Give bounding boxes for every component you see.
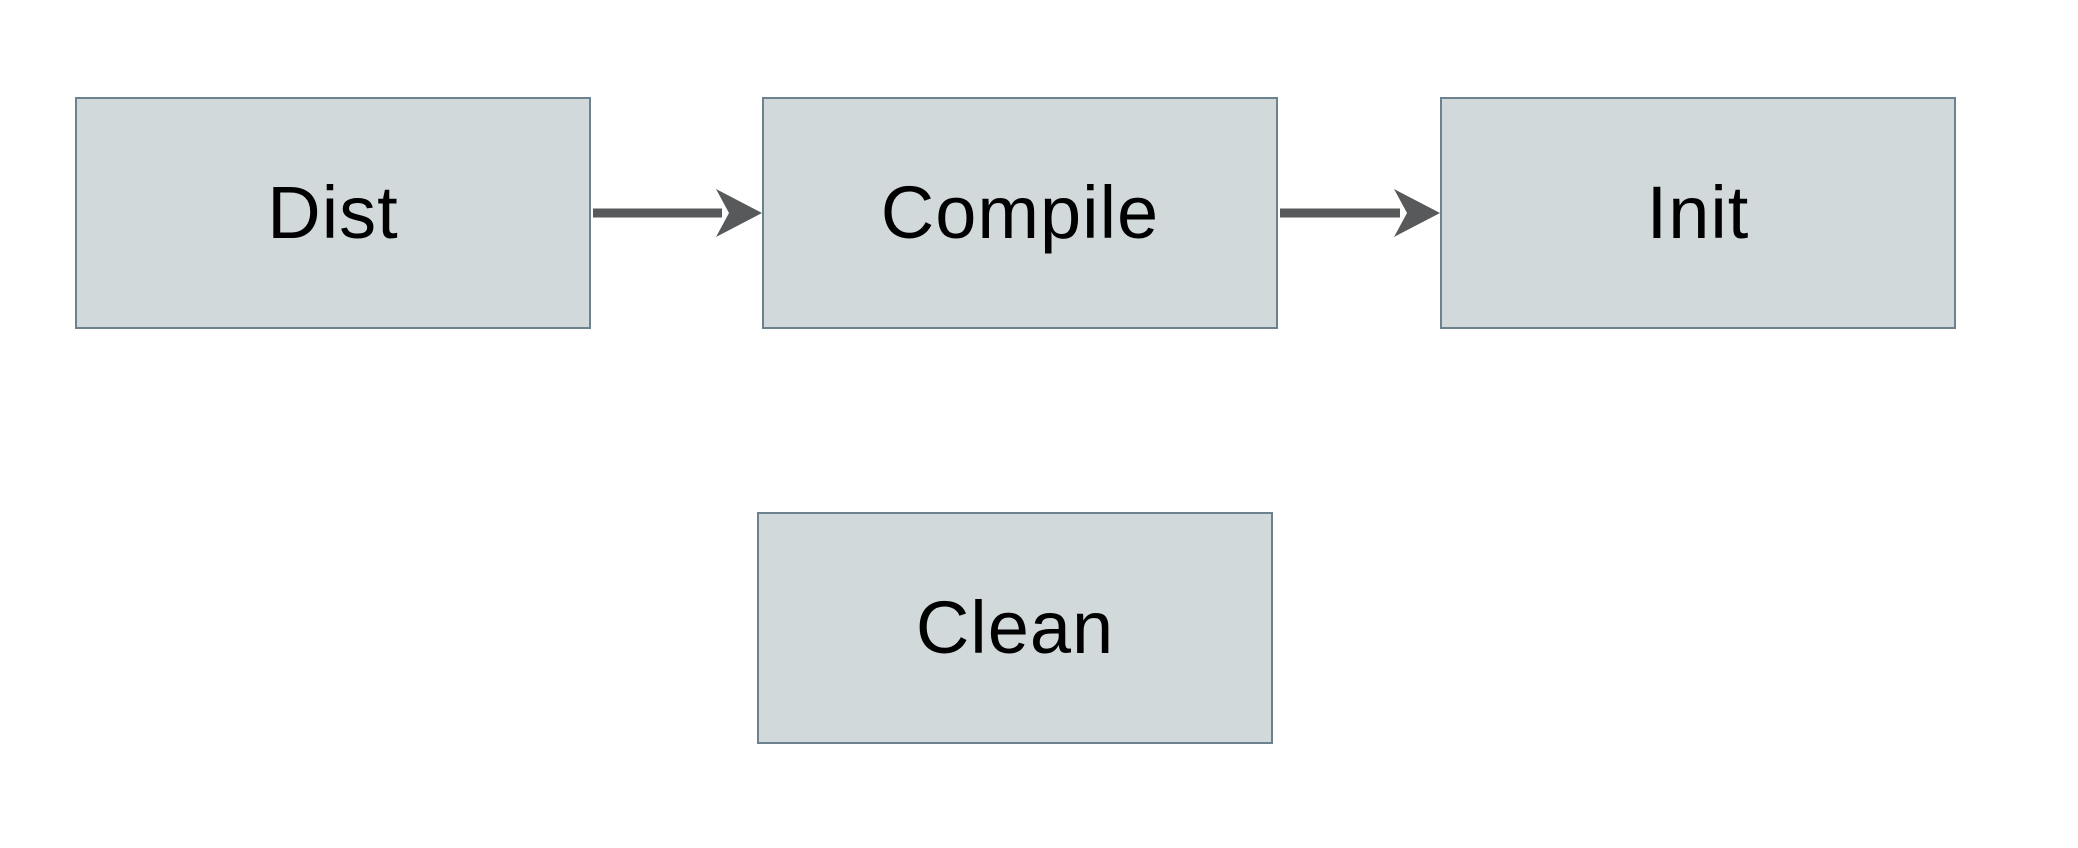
node-init[interactable]: Init	[1440, 97, 1956, 329]
node-clean-label: Clean	[915, 586, 1115, 669]
node-compile-label: Compile	[880, 171, 1160, 254]
arrow-compile-to-init	[1280, 189, 1440, 237]
node-clean[interactable]: Clean	[757, 512, 1273, 744]
arrow-dist-to-compile	[593, 189, 762, 237]
node-compile[interactable]: Compile	[762, 97, 1278, 329]
node-init-label: Init	[1646, 171, 1750, 254]
node-dist[interactable]: Dist	[75, 97, 591, 329]
node-dist-label: Dist	[267, 171, 399, 254]
